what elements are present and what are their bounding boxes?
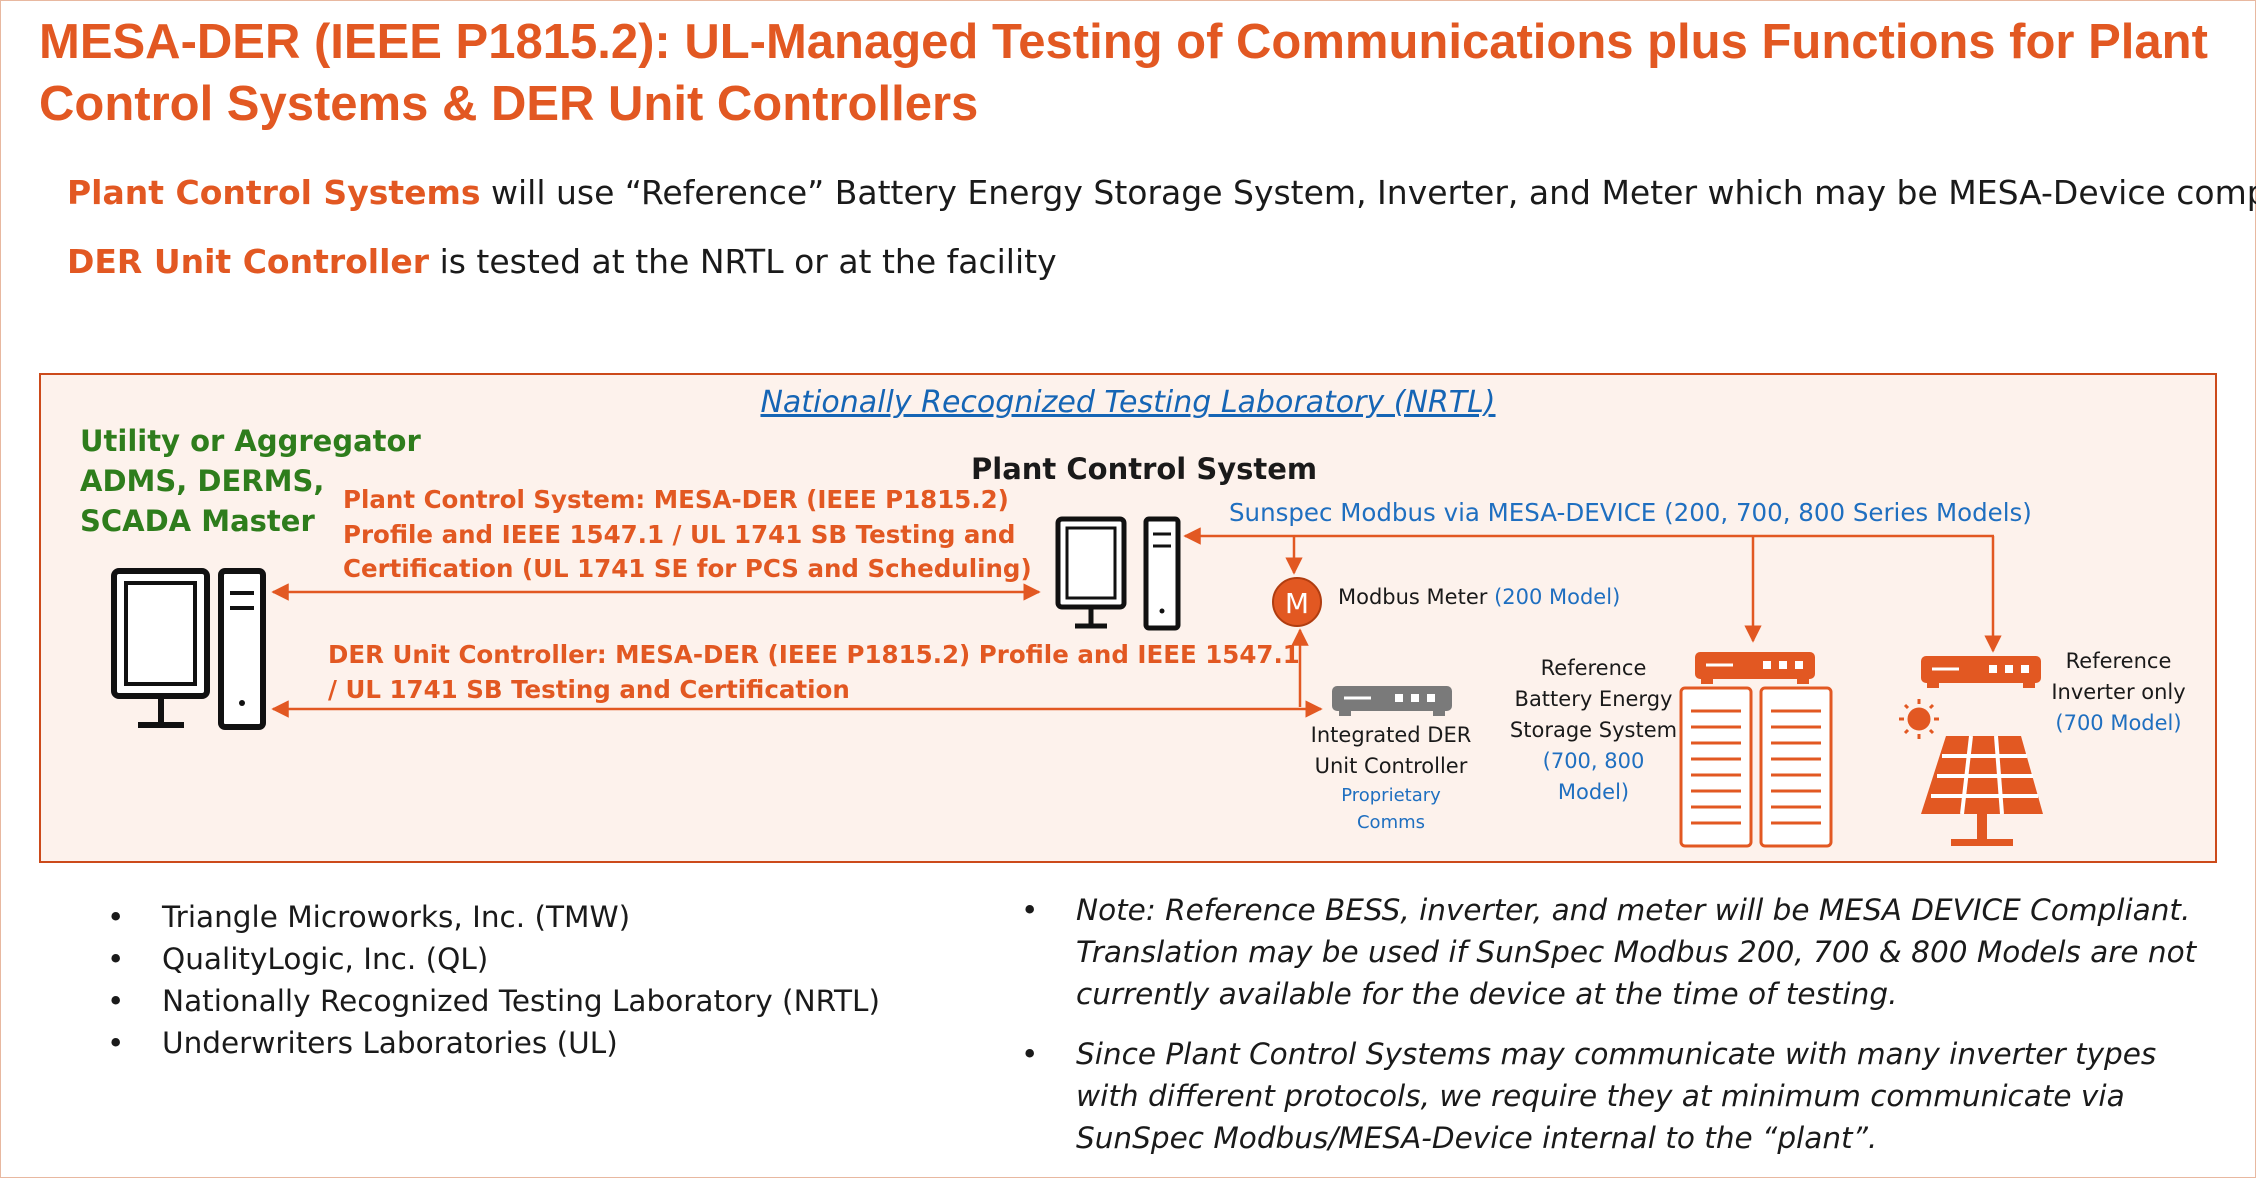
inverter-line-1: Reference	[2065, 649, 2172, 673]
pcs-title: Plant Control System	[971, 452, 1318, 486]
nrtl-diagram-box	[39, 373, 2217, 863]
list-item: Nationally Recognized Testing Laboratory…	[107, 980, 880, 1022]
der-link-line-2: / UL 1741 SB Testing and Certification	[328, 674, 850, 704]
inverter-model: (700 Model)	[2055, 711, 2182, 735]
inverter-icon	[1921, 656, 2041, 688]
utility-line-3: SCADA Master	[80, 504, 315, 538]
meter-icon: M	[1272, 577, 1322, 627]
list-item: Underwriters Laboratories (UL)	[107, 1022, 880, 1064]
intro-pcs-term: Plant Control Systems	[67, 173, 481, 212]
note-item: Since Plant Control Systems may communic…	[1021, 1033, 2221, 1159]
der-link-label: DER Unit Controller: MESA-DER (IEEE P181…	[328, 638, 1300, 707]
sunspec-bus	[1183, 527, 2002, 707]
bess-model-2: Model)	[1557, 780, 1630, 804]
bess-line-3: Storage System	[1509, 718, 1678, 742]
nrtl-title: Nationally Recognized Testing Laboratory…	[760, 385, 1496, 420]
intro-der-term: DER Unit Controller	[67, 242, 430, 281]
utility-computer-icon	[111, 568, 266, 730]
der-unit-sub-2: Comms	[1356, 812, 1426, 833]
intro-line-der: DER Unit Controller is tested at the NRT…	[67, 242, 1057, 281]
bess-label: Reference Battery Energy Storage System …	[1501, 653, 1686, 808]
der-link-line-1: DER Unit Controller: MESA-DER (IEEE P181…	[328, 640, 1300, 669]
intro-der-text: is tested at the NRTL or at the facility	[429, 242, 1057, 281]
utility-line-1: Utility or Aggregator	[80, 424, 421, 458]
der-unit-line-1: Integrated DER	[1310, 723, 1472, 747]
list-item: QualityLogic, Inc. (QL)	[107, 938, 880, 980]
bess-line-2: Battery Energy	[1514, 687, 1673, 711]
bess-icon	[1679, 652, 1833, 848]
inverter-line-2: Inverter only	[2051, 680, 2186, 704]
note-item: Note: Reference BESS, inverter, and mete…	[1021, 889, 2221, 1015]
inverter-label: Reference Inverter only (700 Model)	[2041, 646, 2196, 739]
pcs-computer-icon	[1055, 516, 1181, 631]
pcs-link-label: Plant Control System: MESA-DER (IEEE P18…	[343, 483, 1032, 587]
meter-label-text: Modbus Meter	[1338, 585, 1495, 609]
der-unit-sub-1: Proprietary	[1341, 785, 1441, 806]
pcs-link-line-1: Plant Control System: MESA-DER (IEEE P18…	[343, 485, 1009, 514]
utility-label: Utility or Aggregator ADMS, DERMS, SCADA…	[80, 421, 421, 541]
pcs-link-line-2: Profile and IEEE 1547.1 / UL 1741 SB Tes…	[343, 519, 1016, 549]
meter-symbol: M	[1285, 587, 1309, 620]
bess-line-1: Reference	[1540, 656, 1647, 680]
sunspec-label: Sunspec Modbus via MESA-DEVICE (200, 700…	[1229, 498, 2032, 527]
meter-model: (200 Model)	[1494, 585, 1621, 609]
der-unit-label: Integrated DER Unit Controller Proprieta…	[1291, 720, 1491, 836]
der-unit-line-2: Unit Controller	[1314, 754, 1468, 778]
utility-line-2: ADMS, DERMS,	[80, 464, 325, 498]
intro-pcs-text: will use “Reference” Battery Energy Stor…	[480, 173, 2256, 212]
meter-label: Modbus Meter (200 Model)	[1338, 582, 1620, 613]
page-title: MESA-DER (IEEE P1815.2): UL-Managed Test…	[39, 15, 2208, 131]
organizations-list: Triangle Microworks, Inc. (TMW) QualityL…	[107, 896, 880, 1064]
bess-model-1: (700, 800	[1542, 749, 1645, 773]
solar-panel-icon	[1921, 735, 2043, 846]
der-unit-controller-icon	[1332, 686, 1452, 716]
notes-list: Note: Reference BESS, inverter, and mete…	[1021, 889, 2221, 1177]
pcs-link-line-3: Certification (UL 1741 SE for PCS and Sc…	[343, 554, 1032, 583]
intro-line-pcs: Plant Control Systems will use “Referenc…	[67, 173, 2256, 212]
list-item: Triangle Microworks, Inc. (TMW)	[107, 896, 880, 938]
sun-icon	[1899, 699, 1939, 739]
